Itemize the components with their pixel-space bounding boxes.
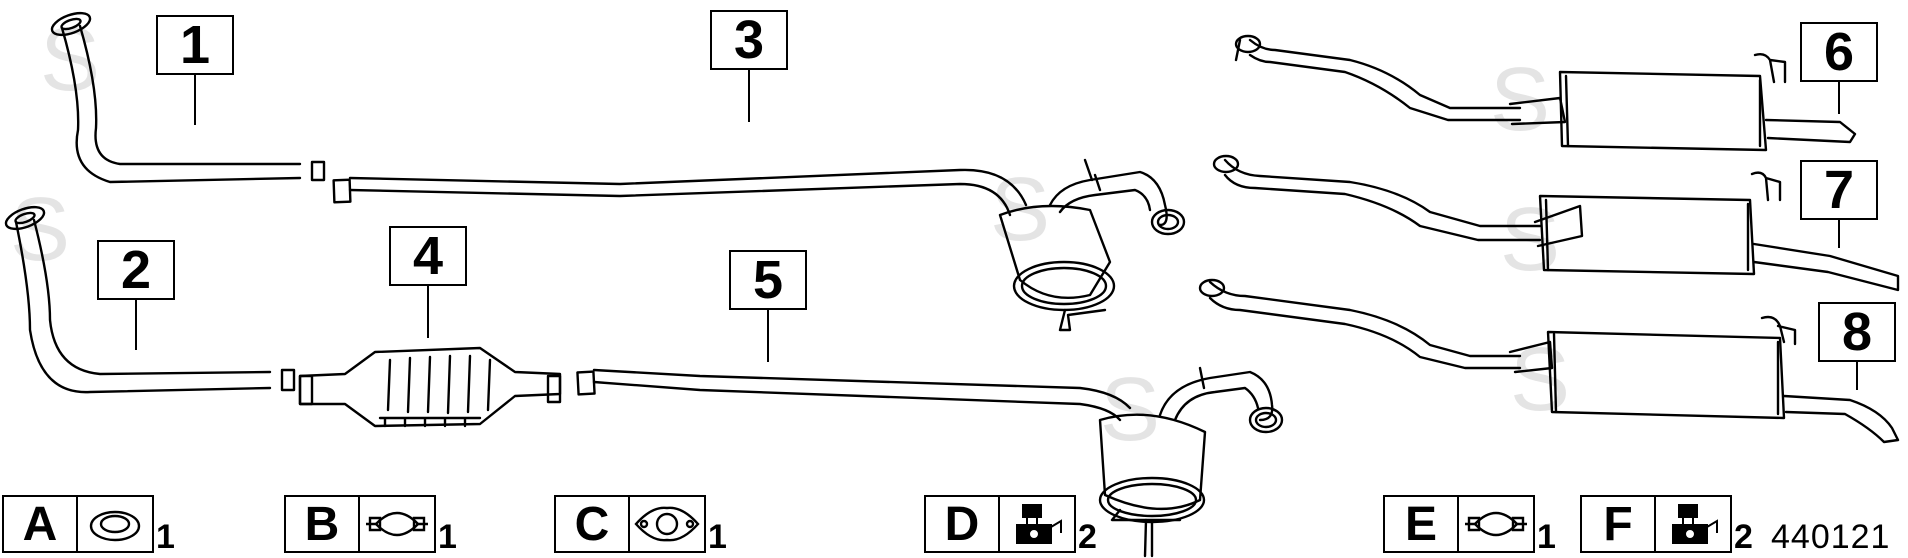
callout-2: 2 [97,240,175,300]
callout-6-leader [1838,82,1840,114]
callout-7-leader [1838,220,1840,248]
legend-letter: D [924,495,1000,553]
rubber-mount-icon [1656,495,1732,553]
callout-5: 5 [729,250,807,310]
legend-item-d: D 2 [924,495,1097,556]
pipe-clamp-icon [360,495,436,553]
callout-8: 8 [1818,302,1896,362]
legend-quantity: 1 [708,518,727,556]
part-1-front-pipe [50,11,326,184]
diagram-code: 440121 [1771,518,1891,556]
callout-7: 7 [1800,160,1878,220]
legend-item-b: B 1 [284,495,457,556]
legend-quantity: 1 [1537,518,1556,556]
legend-item-c: C 1 [554,495,727,556]
part-7-rear-silencer [1212,154,1900,292]
legend-item-f: F 2 [1580,495,1753,556]
callout-1: 1 [156,15,234,75]
part-2-front-pipe [4,205,296,394]
part-4-catalytic-converter [298,346,562,428]
legend-letter: B [284,495,360,553]
callout-8-leader [1856,362,1858,390]
legend-item-e: E 1 [1383,495,1556,556]
part-3-intermediate-pipe [332,158,1186,332]
legend-quantity: 2 [1734,518,1753,556]
flange-gasket-icon [630,495,706,553]
legend-letter: C [554,495,630,553]
callout-3-leader [748,70,750,122]
legend-quantity: 1 [156,518,175,556]
callout-4-leader [427,286,429,338]
callout-5-leader [767,310,769,362]
callout-4: 4 [389,226,467,286]
pipe-clamp-icon [1459,495,1535,553]
legend-quantity: 1 [438,518,457,556]
gasket-ring-icon [78,495,154,553]
legend-letter: F [1580,495,1656,553]
legend-item-a: A 1 [2,495,175,556]
part-6-rear-silencer [1234,34,1857,152]
part-5-intermediate-pipe [576,366,1284,558]
callout-3: 3 [710,10,788,70]
legend-letter: E [1383,495,1459,553]
watermark-s: S [1100,360,1160,460]
legend-letter: A [2,495,78,553]
part-8-rear-silencer [1198,278,1900,444]
legend-quantity: 2 [1078,518,1097,556]
rubber-mount-icon [1000,495,1076,553]
callout-6: 6 [1800,22,1878,82]
callout-2-leader [135,300,137,350]
callout-1-leader [194,75,196,125]
watermark-s: S [10,180,70,280]
